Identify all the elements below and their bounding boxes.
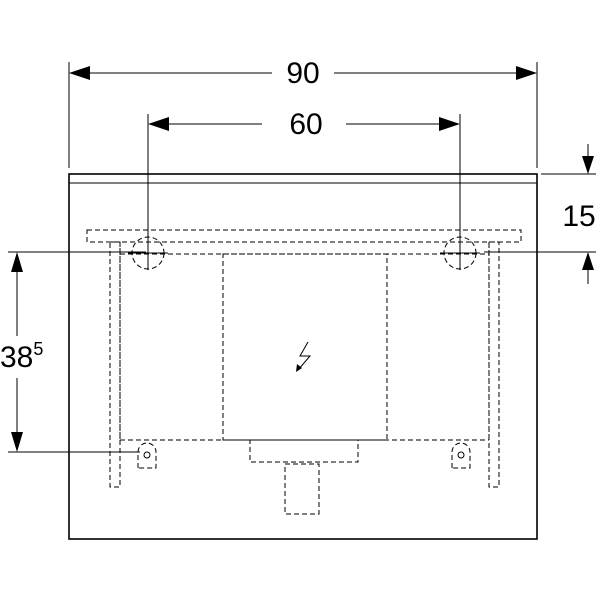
hidden-side-post-left bbox=[109, 241, 121, 488]
mounting-hole-left bbox=[128, 236, 168, 270]
hidden-center-box bbox=[120, 253, 489, 441]
lightning-bolt-icon bbox=[296, 341, 312, 372]
lower-slot-left bbox=[137, 442, 157, 469]
dimension-overall-width: 90 bbox=[68, 57, 538, 168]
cabinet-front-panel bbox=[68, 173, 538, 540]
overall-width-label: 90 bbox=[286, 57, 319, 90]
vertical-height-base: 38 bbox=[0, 341, 33, 374]
dimension-top-offset: 15 bbox=[484, 144, 596, 284]
top-offset-label: 15 bbox=[562, 200, 595, 233]
mounting-hole-right bbox=[440, 236, 480, 270]
hidden-side-post-right bbox=[488, 241, 500, 488]
hidden-lower-bracket bbox=[249, 439, 359, 515]
dimension-vertical-height: 385 bbox=[0, 251, 146, 453]
vertical-height-sup: 5 bbox=[33, 339, 43, 359]
bracket-spacing-label: 60 bbox=[289, 108, 322, 141]
dimension-bracket-spacing: 60 bbox=[147, 108, 461, 270]
vertical-height-label: 385 bbox=[0, 339, 43, 374]
lower-slot-right bbox=[451, 442, 471, 469]
hidden-mounting-rail bbox=[86, 229, 522, 440]
